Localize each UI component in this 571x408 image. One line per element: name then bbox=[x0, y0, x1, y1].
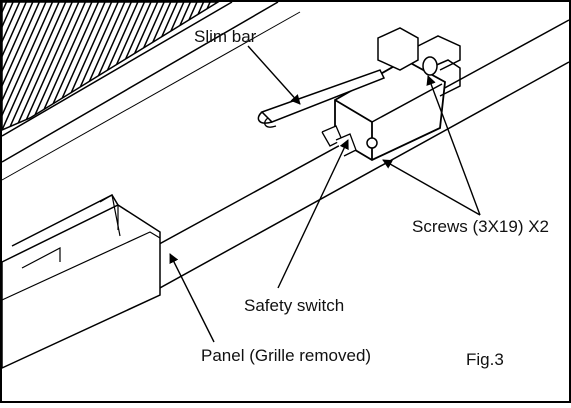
safety-switch-label: Safety switch bbox=[244, 296, 345, 315]
screw-head bbox=[422, 56, 438, 76]
screws-leader-2 bbox=[426, 75, 481, 216]
panel-line-3 bbox=[119, 61, 570, 311]
switch-screw-hole bbox=[366, 137, 378, 149]
panel-label: Panel (Grille removed) bbox=[201, 346, 372, 365]
safety-switch-leader bbox=[277, 139, 349, 289]
grille-edge bbox=[1, 1, 233, 137]
figure-number: Fig.3 bbox=[466, 350, 504, 369]
slim-bar-leader bbox=[247, 45, 301, 105]
screws-label: Screws (3X19) X2 bbox=[412, 217, 549, 236]
panel-line-4 bbox=[1, 11, 301, 181]
panel-line-1 bbox=[1, 1, 279, 163]
grille-hatch bbox=[1, 1, 221, 132]
slim-bar-label: Slim bar bbox=[194, 27, 257, 46]
screws-leader-1 bbox=[382, 159, 481, 216]
panel-leader bbox=[169, 253, 215, 343]
slim-bar bbox=[260, 69, 386, 123]
panel-box bbox=[1, 204, 161, 370]
